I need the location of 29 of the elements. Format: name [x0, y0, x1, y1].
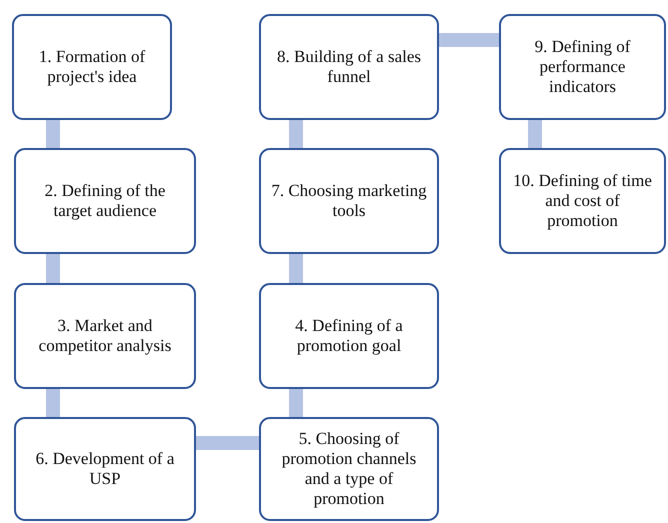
step-box — [14, 417, 196, 521]
step-label: 4. Defining of a promotion goal — [294, 316, 404, 356]
step-box — [259, 417, 439, 521]
step-box — [259, 148, 439, 254]
connector-bar — [289, 254, 303, 283]
step-label: 5. Choosing of promotion channels and a type of promotion — [280, 429, 418, 509]
step-box — [14, 148, 196, 254]
step-label: 6. Development of a USP — [34, 449, 176, 489]
step-label: 1. Formation of project's idea — [38, 47, 146, 87]
step-box — [12, 14, 172, 120]
connector-bar — [46, 120, 60, 148]
step-box — [259, 283, 439, 389]
connector-bar — [196, 436, 259, 450]
connector-bar — [289, 120, 303, 148]
step-box — [499, 148, 666, 254]
step-label: 3. Market and competitor analysis — [38, 316, 172, 356]
step-label: 8. Building of a sales funnel — [276, 47, 422, 87]
connector-bar — [289, 389, 303, 417]
connector-bar — [528, 120, 542, 148]
step-box — [14, 283, 196, 389]
step-label: 7. Choosing marketing tools — [270, 181, 428, 221]
connector-bar — [46, 254, 60, 283]
step-label: 9. Defining of performance indicators — [534, 37, 632, 97]
step-label: 2. Defining of the target audience — [44, 181, 166, 221]
step-box — [259, 14, 439, 120]
connector-bar — [46, 389, 60, 417]
step-box — [499, 14, 666, 120]
step-label: 10. Defining of time and cost of promotion — [512, 171, 653, 231]
connector-bar — [439, 33, 499, 47]
